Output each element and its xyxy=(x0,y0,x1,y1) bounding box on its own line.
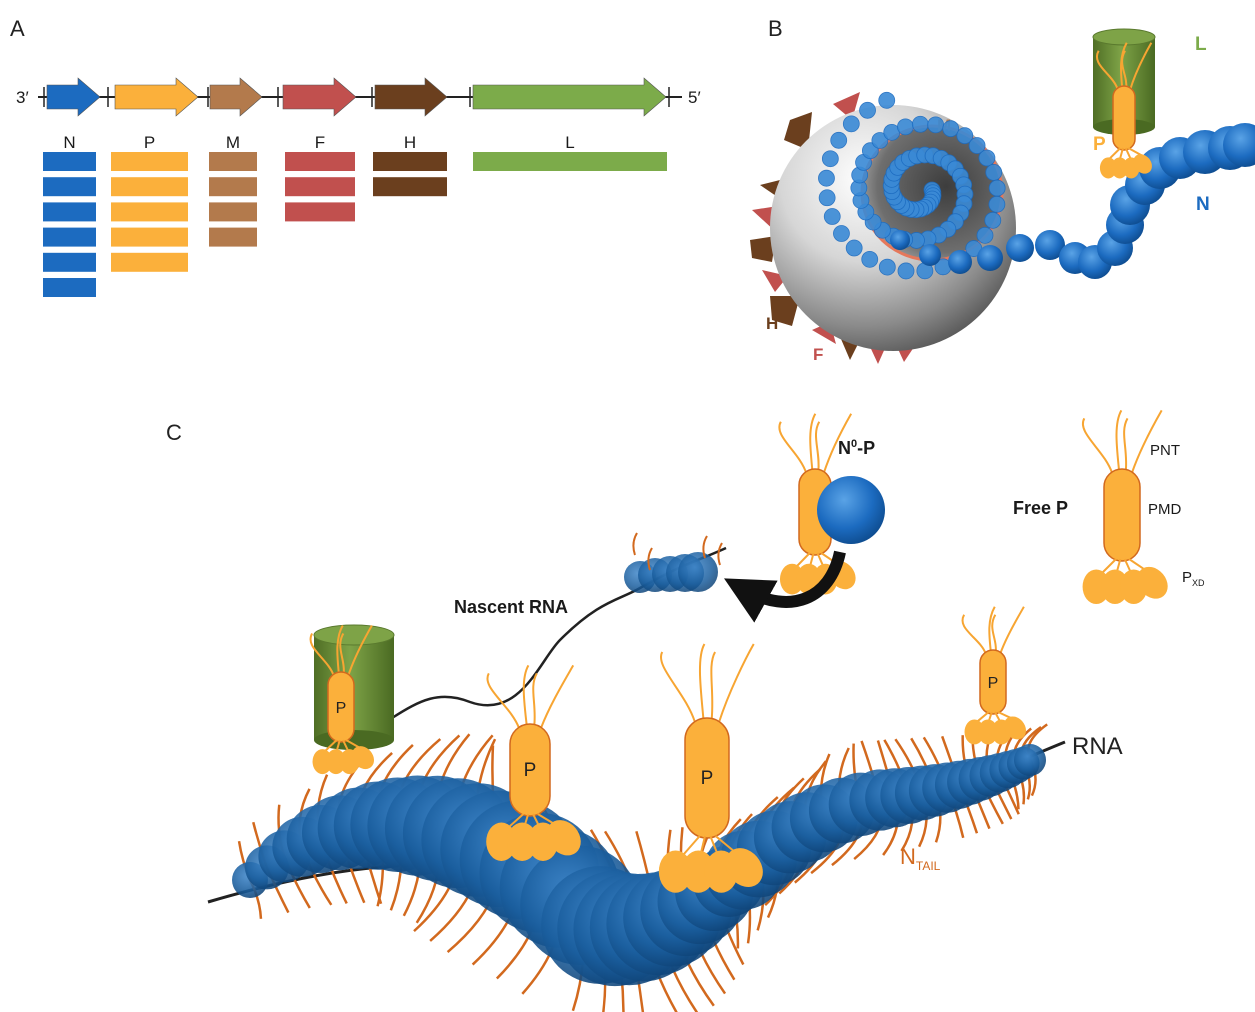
genome-end-3: 3′ xyxy=(16,88,29,107)
n0-monomer xyxy=(817,476,885,544)
gene-protein-bar-l xyxy=(473,152,667,171)
gene-label-f: F xyxy=(315,133,325,152)
n0p-label: N0-P xyxy=(838,438,875,458)
gene-protein-bar-p xyxy=(111,177,188,196)
gene-protein-bar-p xyxy=(111,253,188,272)
gene-protein-bar-f xyxy=(285,202,355,221)
p-protein-label: P xyxy=(336,700,347,717)
gene-protein-bar-h xyxy=(373,177,447,196)
virion-label-n: N xyxy=(1196,194,1210,215)
gene-protein-bar-p xyxy=(111,152,188,171)
rna-label: RNA xyxy=(1072,733,1123,760)
gene-arrow-f xyxy=(283,78,356,116)
panel-c-letter: C xyxy=(166,420,182,445)
gene-protein-bar-f xyxy=(285,177,355,196)
gene-protein-bar-p xyxy=(111,202,188,221)
virion-label-h: H xyxy=(766,314,778,333)
virion-illustration: M H F L P N xyxy=(750,29,1255,364)
gene-arrow-l xyxy=(473,78,666,116)
gene-protein-bar-p xyxy=(111,228,188,247)
ntail-label: NTAIL xyxy=(900,844,941,873)
nascent-rna-label: Nascent RNA xyxy=(454,597,568,617)
replication-complex: P P P P N0-P Free P PNT PMD PXD Nascent RNA… xyxy=(208,410,1205,1012)
gene-protein-bar-n xyxy=(43,253,96,272)
gene-label-h: H xyxy=(404,133,416,152)
genome-map: 3′ 5′ N P M F H L xyxy=(16,78,701,297)
gene-protein-bar-n xyxy=(43,228,96,247)
gene-protein-bar-m xyxy=(209,152,257,171)
free-p-label: Free P xyxy=(1013,498,1068,518)
gene-label-l: L xyxy=(565,133,574,152)
p-protein-bound-3: P xyxy=(963,607,1031,745)
gene-arrow-m xyxy=(210,78,262,116)
gene-protein-bar-h xyxy=(373,152,447,171)
virion-label-f: F xyxy=(813,345,823,364)
gene-protein-bar-n xyxy=(43,202,96,221)
p-protein-bound-2: P xyxy=(659,644,771,895)
gene-arrow-n xyxy=(47,78,100,116)
gene-protein-bar-n xyxy=(43,177,96,196)
genome-end-5: 5′ xyxy=(688,88,701,107)
pnt-domain-label: PNT xyxy=(1150,442,1180,459)
gene-protein-bar-n xyxy=(43,278,96,297)
virion-label-l: L xyxy=(1195,34,1207,55)
p-protein-label: P xyxy=(988,675,999,692)
virion-label-p: P xyxy=(1093,134,1106,155)
panel-a-letter: A xyxy=(10,16,25,41)
gene-protein-bar-m xyxy=(209,202,257,221)
gene-protein-bar-n xyxy=(43,152,96,171)
nascent-nucleocapsid xyxy=(624,533,722,593)
gene-protein-bar-m xyxy=(209,177,257,196)
p-protein-bound-1: P xyxy=(486,665,588,862)
gene-label-n: N xyxy=(63,133,75,152)
pxd-domain-label: PXD xyxy=(1182,569,1205,588)
panel-b-letter: B xyxy=(768,16,783,41)
gene-protein-bar-f xyxy=(285,152,355,171)
gene-arrow-h xyxy=(375,78,447,116)
p-protein-label: P xyxy=(524,760,537,781)
gene-arrow-p xyxy=(115,78,198,116)
gene-label-p: P xyxy=(144,133,155,152)
pmd-domain-label: PMD xyxy=(1148,501,1182,518)
gene-protein-bar-m xyxy=(209,228,257,247)
p-protein-label: P xyxy=(701,768,714,789)
gene-label-m: M xyxy=(226,133,240,152)
